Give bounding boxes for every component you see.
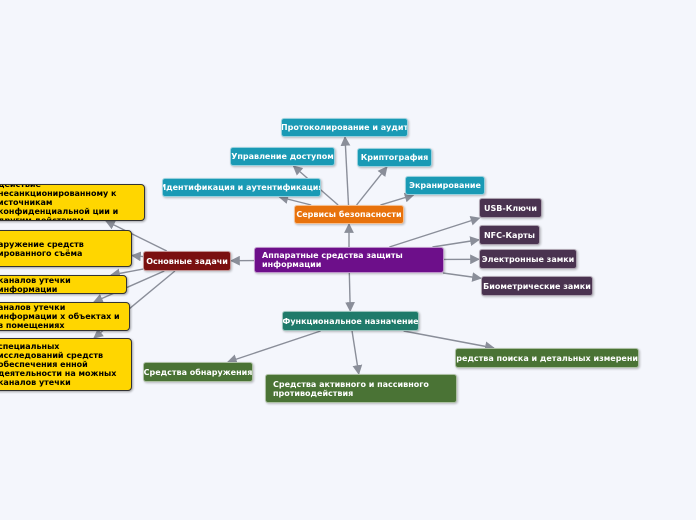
branch-functional-purpose-label: Функциональное назначение xyxy=(282,316,419,326)
connector-n-services-n-s2 xyxy=(356,166,388,206)
connector-n-center-n-l3 xyxy=(442,272,482,282)
central-topic[interactable]: Аппаратные средства защиты информации xyxy=(254,247,444,273)
topic-logging-audit-label: Протоколирование и аудит xyxy=(281,123,408,132)
branch-functional-purpose[interactable]: Функциональное назначение xyxy=(282,311,419,331)
topic-search-measurement-tools[interactable]: Средства поиска и детальных измерений xyxy=(455,348,639,368)
central-topic-label: Аппаратные средства защиты информации xyxy=(262,251,403,269)
task-special-research[interactable]: специальных исследований средств обеспеч… xyxy=(0,338,132,391)
connector-n-tasks-n-t0 xyxy=(105,220,168,252)
connector-n-center-n-l1 xyxy=(432,236,480,248)
branch-main-tasks-label: Основные задачи xyxy=(146,256,228,266)
connector-n-tasks-n-t1 xyxy=(131,251,144,262)
topic-electronic-locks[interactable]: Электронные замки xyxy=(479,249,577,269)
task-leak-channels-objects-label: аналов утечки информации х объектах и в … xyxy=(0,303,120,330)
topic-detection-tools-label: Средства обнаружения xyxy=(143,367,253,377)
topic-identification-label: Идентификация и аутентификация xyxy=(162,183,321,192)
task-leak-channels-objects[interactable]: аналов утечки информации х объектах и в … xyxy=(0,302,130,331)
task-detection-of-devices[interactable]: аружение средств ированного съёма xyxy=(0,230,132,267)
branch-main-tasks[interactable]: Основные задачи xyxy=(143,251,231,271)
topic-countermeasure-tools[interactable]: Средства активного и пассивного противод… xyxy=(265,374,457,403)
topic-nfc-cards[interactable]: NFC-Карты xyxy=(479,225,540,245)
task-special-research-label: специальных исследований средств обеспеч… xyxy=(0,342,117,387)
task-leak-channels-label: каналов утечки информации xyxy=(0,275,71,294)
topic-usb-keys[interactable]: USB-Ключи xyxy=(479,198,542,218)
task-detection-of-devices-label: аружение средств ированного съёма xyxy=(0,239,84,258)
topic-cryptography[interactable]: Криптография xyxy=(357,148,432,167)
task-leak-channels[interactable]: каналов утечки информации xyxy=(0,275,127,294)
connector-n-services-n-s0 xyxy=(340,136,351,206)
connector-n-tasks-n-t2 xyxy=(110,268,144,279)
topic-identification[interactable]: Идентификация и аутентификация xyxy=(162,178,321,197)
connector-n-center-n-func xyxy=(345,272,355,312)
connector-n-func-n-f0 xyxy=(226,330,321,364)
branch-security-services-label: Сервисы безопасности xyxy=(296,210,402,219)
task-counteraction-label: действие несанкционированному к источник… xyxy=(0,184,119,221)
connector-n-services-n-s3 xyxy=(278,194,312,206)
topic-access-control-label: Управление доступом xyxy=(231,152,334,161)
connector-n-func-n-f2 xyxy=(403,330,495,352)
task-counteraction[interactable]: действие несанкционированному к источник… xyxy=(0,184,145,221)
topic-biometric-locks[interactable]: Биометрические замки xyxy=(481,276,593,296)
topic-screening[interactable]: Экранирование xyxy=(405,176,485,195)
connector-n-services-n-s4 xyxy=(380,192,415,206)
topic-logging-audit[interactable]: Протоколирование и аудит xyxy=(281,118,408,137)
topic-detection-tools[interactable]: Средства обнаружения xyxy=(143,362,253,382)
topic-electronic-locks-label: Электронные замки xyxy=(481,254,575,264)
topic-screening-label: Экранирование xyxy=(409,181,481,190)
topic-biometric-locks-label: Биометрические замки xyxy=(483,281,591,291)
connector-n-tasks-n-t3 xyxy=(93,270,165,303)
topic-countermeasure-tools-label: Средства активного и пассивного противод… xyxy=(273,379,429,398)
topic-cryptography-label: Криптография xyxy=(360,153,429,162)
branch-security-services[interactable]: Сервисы безопасности xyxy=(294,205,404,224)
topic-nfc-cards-label: NFC-Карты xyxy=(483,230,536,240)
connector-n-center-n-l0 xyxy=(389,216,481,248)
topic-access-control[interactable]: Управление доступом xyxy=(230,147,335,166)
topic-usb-keys-label: USB-Ключи xyxy=(484,203,537,213)
topic-search-measurement-tools-label: Средства поиска и детальных измерений xyxy=(455,353,639,363)
connector-n-func-n-f1 xyxy=(351,330,363,375)
